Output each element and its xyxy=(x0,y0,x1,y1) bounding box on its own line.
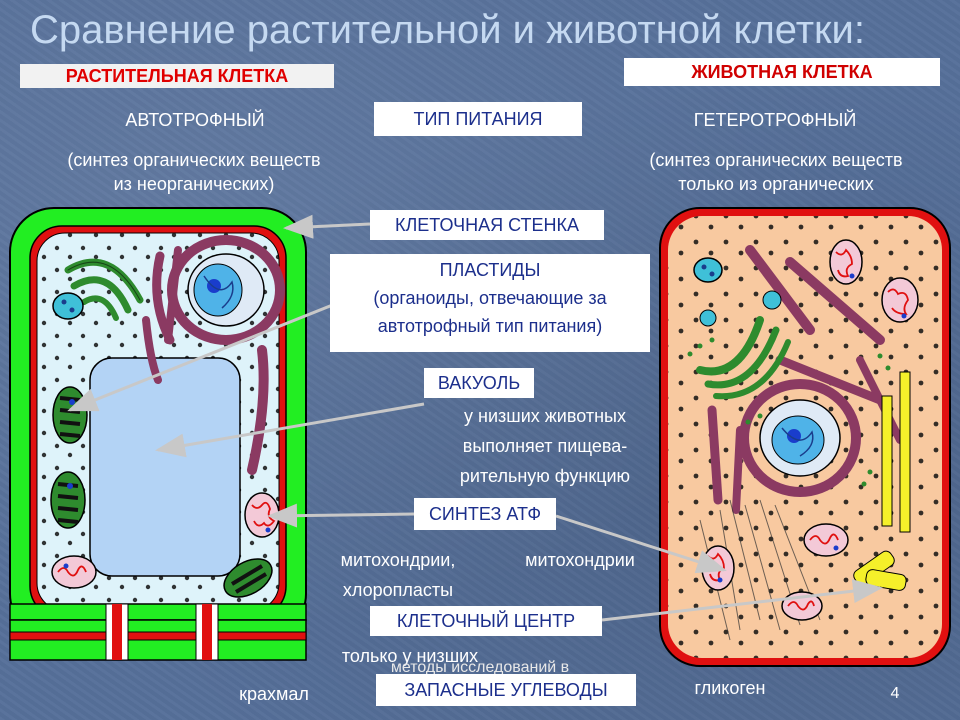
plant-atp-organelles-2: хлоропласты xyxy=(342,580,454,600)
animal-vesicle xyxy=(693,257,782,327)
plant-atp-organelles-1: митохондрии, xyxy=(340,550,456,570)
animal-nutrition-desc-2: только из органических xyxy=(678,174,874,194)
plastids-desc-1: (органоиды, отвечающие за xyxy=(373,288,607,308)
plastids-desc-2: автотрофный тип питания) xyxy=(377,316,603,336)
animal-storage-carb: гликоген xyxy=(694,678,766,698)
cell-wall-label: КЛЕТОЧНАЯ СТЕНКА xyxy=(370,210,604,240)
footer-overlap-text: методы исследований в xyxy=(390,659,570,676)
plant-nucleus xyxy=(167,235,285,345)
animal-er xyxy=(707,245,904,514)
page-number: 4 xyxy=(890,685,900,702)
cell-center-note: только у низших xyxy=(341,646,479,666)
animal-nucleus xyxy=(739,379,861,497)
plant-nutrition-desc-1: (синтез органических веществ xyxy=(67,150,321,170)
plant-cell xyxy=(9,207,307,661)
plant-cell-header: РАСТИТЕЛЬНАЯ КЛЕТКА xyxy=(20,64,334,88)
plastids-title: ПЛАСТИДЫ xyxy=(439,260,541,280)
plant-vacuole xyxy=(89,357,241,577)
cell-center-label: КЛЕТОЧНЫЙ ЦЕНТР xyxy=(370,606,602,636)
plastids-box: ПЛАСТИДЫ (органоиды, отвечающие за автот… xyxy=(330,254,650,352)
animal-nutrition-desc-1: (синтез органических веществ xyxy=(649,150,903,170)
plant-golgi xyxy=(64,258,144,321)
animal-nutrition-type: ГЕТЕРОТРОФНЫЙ xyxy=(693,110,857,130)
animal-atp-organelles: митохондрии xyxy=(525,550,635,570)
plant-storage-carb: крахмал xyxy=(239,684,309,704)
plant-nutrition-desc-2: из неорганических) xyxy=(113,174,275,194)
atp-synthesis-label: СИНТЕЗ АТФ xyxy=(414,498,556,530)
animal-cell-header: ЖИВОТНАЯ КЛЕТКА xyxy=(624,58,940,86)
slide-title: Сравнение растительной и животной клетки… xyxy=(30,8,865,52)
animal-ribosomes xyxy=(687,337,891,487)
plant-vesicle xyxy=(52,292,84,320)
animal-golgi xyxy=(696,316,791,400)
vacuole-label: ВАКУОЛЬ xyxy=(424,368,534,398)
animal-cell xyxy=(659,207,951,667)
vacuole-desc-1: у низших животных xyxy=(464,406,626,426)
vacuole-desc-2: выполняет пищева- xyxy=(462,436,628,456)
animal-microtubule xyxy=(881,371,911,533)
plant-nutrition-type: АВТОТРОФНЫЙ xyxy=(125,110,265,130)
vacuole-desc-3: рительную функцию xyxy=(459,466,631,486)
storage-carbs-label: ЗАПАСНЫЕ УГЛЕВОДЫ xyxy=(376,674,636,706)
nutrition-type-label: ТИП ПИТАНИЯ xyxy=(374,102,582,136)
